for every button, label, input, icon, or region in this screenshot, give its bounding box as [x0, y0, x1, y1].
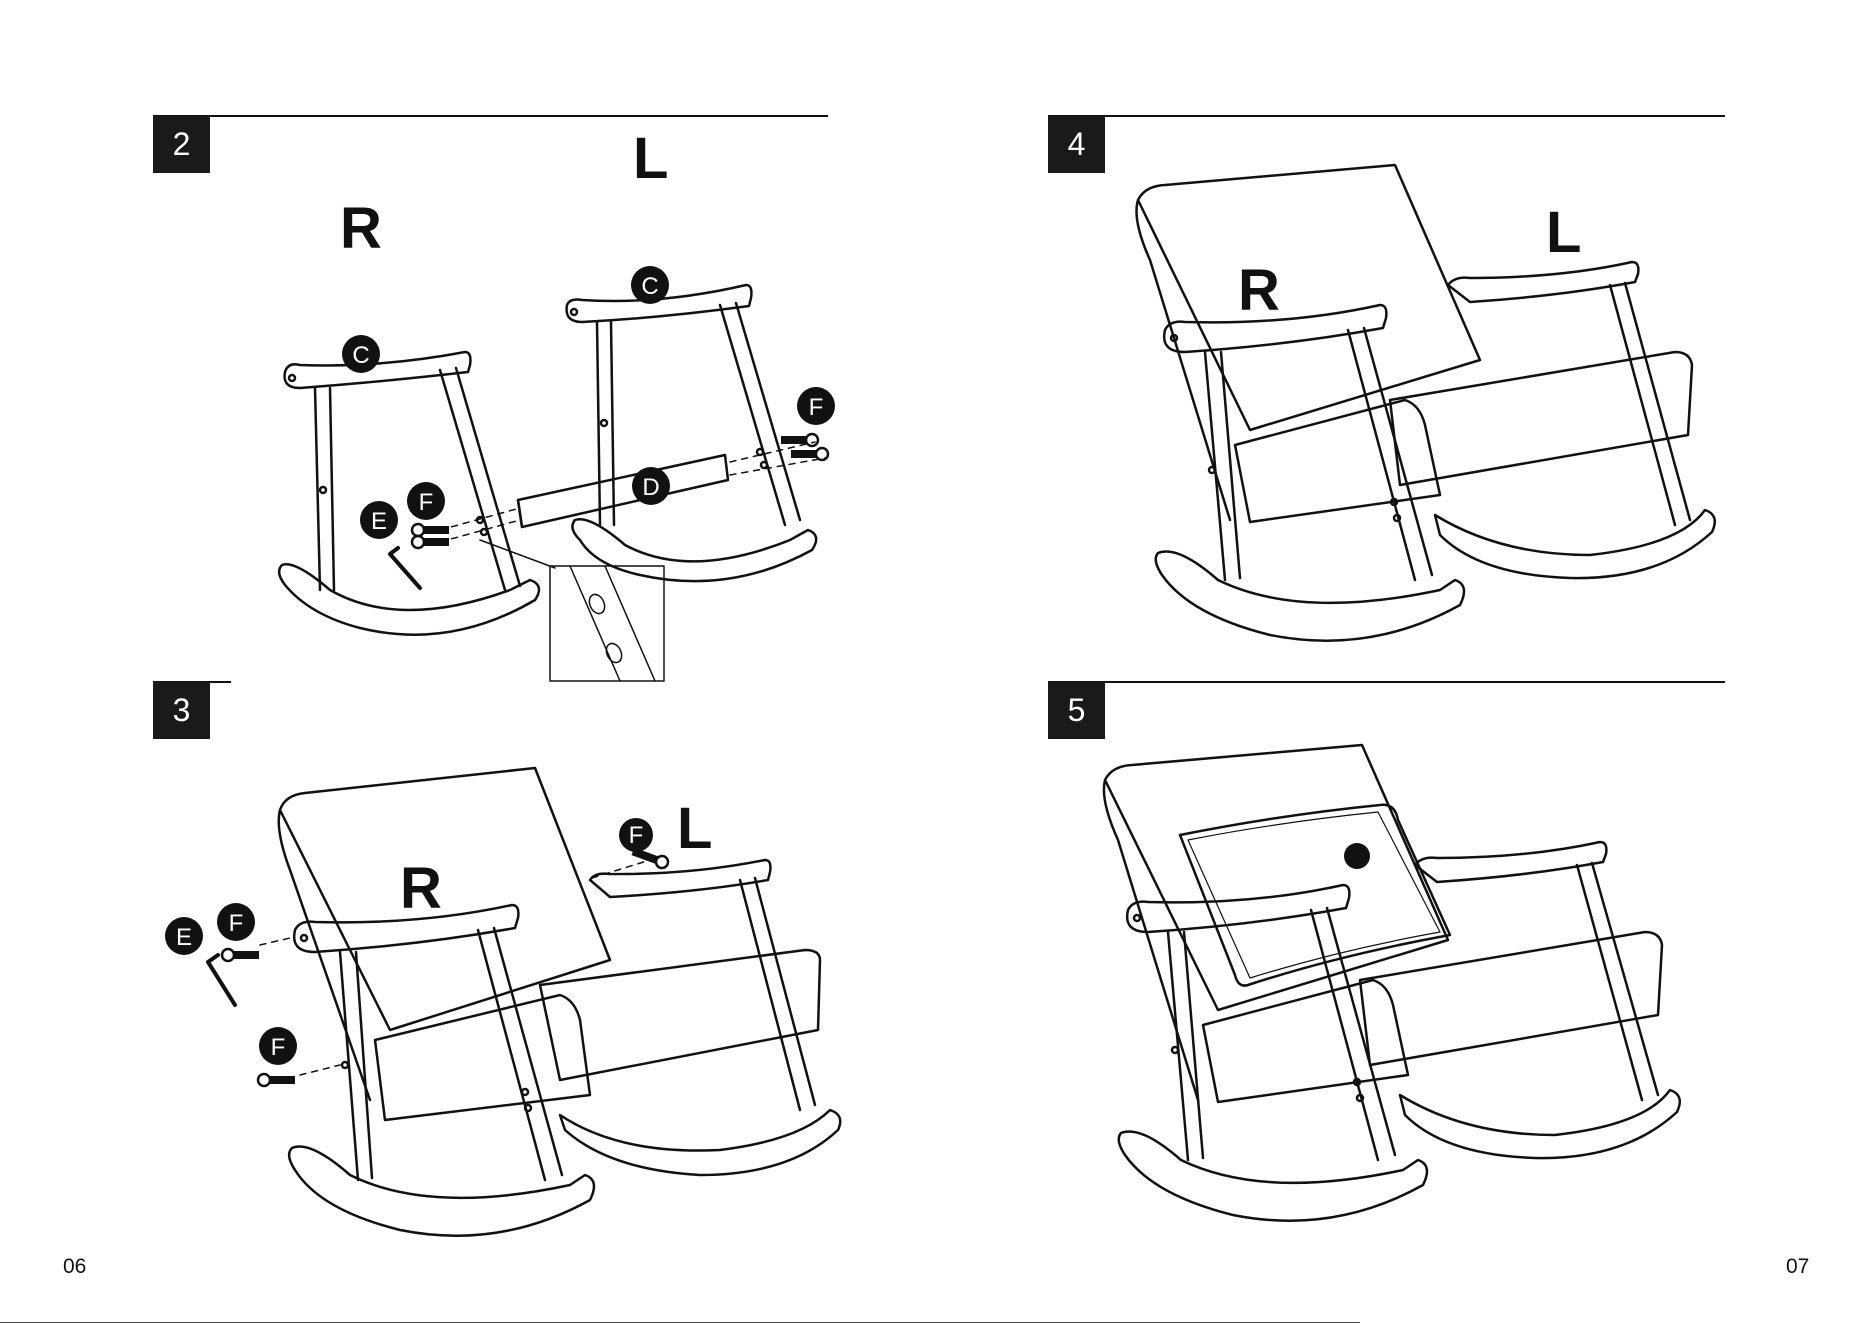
step-2-left-frame [567, 285, 817, 581]
callout-e-step2: E [360, 501, 398, 539]
svg-text:F: F [419, 489, 434, 516]
step-4-chair [1137, 165, 1715, 641]
svg-text:F: F [271, 1034, 286, 1061]
callout-c-step2-left: C [631, 266, 669, 304]
step-5-chair [1104, 745, 1680, 1221]
callout-f-step2-left: F [797, 387, 835, 425]
callout-c-step2-right: C [342, 335, 380, 373]
svg-text:E: E [176, 924, 192, 951]
callout-f-step2-right: F [407, 482, 445, 520]
svg-text:D: D [642, 474, 659, 501]
step-2-crossbar [518, 455, 728, 527]
callout-f-step3-upper: F [217, 903, 255, 941]
lumbar-pillow [1180, 805, 1450, 986]
svg-text:C: C [641, 273, 658, 300]
svg-text:F: F [629, 822, 644, 849]
svg-text:F: F [809, 394, 824, 421]
callout-d-step2: D [632, 467, 670, 505]
callout-e-step3: E [165, 917, 203, 955]
step-2-detail-inset [480, 540, 664, 681]
callout-f-step3-lower: F [259, 1027, 297, 1065]
step-3-chair [279, 768, 840, 1236]
svg-text:C: C [352, 342, 369, 369]
pillow-marker [1344, 843, 1370, 869]
callout-f-step3-top: F [619, 818, 653, 852]
svg-text:F: F [229, 910, 244, 937]
svg-text:E: E [371, 508, 387, 535]
